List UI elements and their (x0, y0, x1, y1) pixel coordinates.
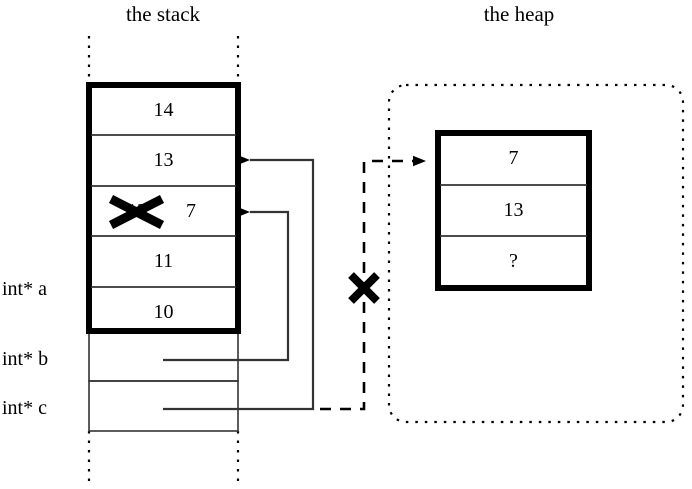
heap-cell-value-0: 7 (508, 147, 519, 169)
stack-dotted-guides-top (87, 36, 240, 85)
pointer-b-route (163, 206, 290, 362)
pointer-c-route-to-stack (163, 154, 315, 411)
heap-block-frame (435, 130, 592, 291)
heap-cell-value-2: ? (509, 250, 518, 272)
variable-label-b: int* b (2, 348, 49, 370)
stack-cell-value-4: 10 (153, 301, 174, 323)
stack-unallocated-cells (88, 330, 239, 432)
heap-cell-dividers (440, 184, 587, 237)
heap-title: the heap (483, 2, 555, 26)
stack-cell-value-3: 11 (153, 250, 174, 272)
stack-cell-value-1: 13 (153, 149, 174, 171)
stack-dotted-guides-bottom (87, 431, 240, 481)
stack-cell-dividers (91, 134, 236, 288)
stack-allocated-frame (86, 82, 241, 334)
stack-cell-value-2-crossed: 12 (127, 200, 147, 222)
stack-cell-value-2-new: 7 (186, 200, 196, 222)
stack-cell-value-0: 14 (153, 99, 174, 121)
variable-label-a: int* a (2, 278, 47, 300)
pointer-c-dashed-route-to-heap (320, 155, 426, 411)
stack-title: the stack (125, 2, 201, 26)
variable-label-c: int* c (2, 397, 47, 419)
heap-cell-value-1: 13 (503, 199, 524, 221)
heap-region-boundary (387, 83, 685, 424)
strikeout-x-stack-cell (108, 194, 165, 230)
invalidation-x-mark (348, 272, 380, 304)
